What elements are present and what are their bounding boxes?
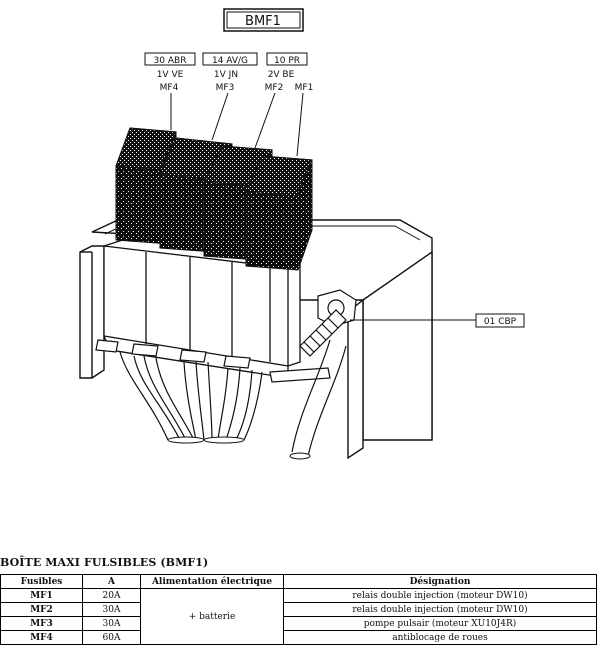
cell-supply: + batterie — [140, 588, 284, 645]
leader-lines — [170, 92, 304, 157]
fuse-callout-mf2: 10 PR 2V BE MF2 — [265, 52, 308, 93]
header-designation: Désignation — [283, 574, 597, 589]
fuse-box-diagram: BMF1 30 ABR 1V VE MF4 14 AV/G 1V JN MF3 … — [79, 8, 525, 460]
cell-designation: antiblocage de roues — [283, 630, 597, 645]
callout-fuse-mf4: MF4 — [160, 83, 179, 93]
header-amps: A — [82, 574, 141, 589]
cell-designation: pompe pulsair (moteur XU10J4R) — [283, 616, 597, 631]
callout-wire-mf2: 2V BE — [268, 70, 295, 80]
callout-wire-mf4: 1V VE — [157, 70, 184, 80]
cell-fuse: MF2 — [0, 602, 83, 617]
callout-wire-mf3: 1V JN — [214, 70, 238, 80]
fuse-mf1 — [245, 155, 313, 271]
box-label: BMF1 — [245, 14, 281, 29]
connector-callout: 01 CBP — [350, 313, 525, 328]
cell-designation: relais double injection (moteur DW10) — [283, 588, 597, 603]
fuse-table: Fusibles A Alimentation électrique Désig… — [0, 574, 597, 645]
box-label-frame: BMF1 — [223, 8, 304, 32]
cell-designation: relais double injection (moteur DW10) — [283, 602, 597, 617]
cell-fuse: MF1 — [0, 588, 83, 603]
wire-ends — [167, 436, 311, 460]
table-row: MF2 30A relais double injection (moteur … — [0, 602, 597, 617]
battery-stud — [299, 289, 357, 357]
fuse-callout-mf4: 30 ABR 1V VE MF4 — [144, 52, 196, 93]
fuse-box-housing — [79, 219, 433, 460]
cell-amps: 20A — [82, 588, 141, 603]
cell-fuse: MF4 — [0, 630, 83, 645]
callout-code-mf2: 10 PR — [274, 56, 300, 66]
wire-harness — [119, 339, 347, 457]
fuse-callout-mf3: 14 AV/G 1V JN MF3 — [202, 52, 258, 93]
cell-amps: 30A — [82, 616, 141, 631]
callout-fuse-mf3: MF3 — [216, 83, 235, 93]
cell-fuse: MF3 — [0, 616, 83, 631]
cell-amps: 60A — [82, 630, 141, 645]
connector-label: 01 CBP — [484, 317, 517, 327]
table-header-row: Fusibles A Alimentation électrique Désig… — [0, 574, 597, 589]
header-fusibles: Fusibles — [0, 574, 83, 589]
header-alimentation: Alimentation électrique — [140, 574, 284, 589]
table-row: MF1 20A + batterie relais double injecti… — [0, 588, 597, 645]
terminal-tabs — [95, 339, 331, 383]
callout-fuse-mf2: MF2 — [265, 83, 284, 93]
callout-code-mf4: 30 ABR — [154, 56, 187, 66]
cell-amps: 30A — [82, 602, 141, 617]
callout-fuse-mf1: MF1 — [295, 83, 314, 93]
table-row: MF4 60A antiblocage de roues — [0, 630, 597, 645]
callout-code-mf3: 14 AV/G — [212, 56, 248, 66]
table-row: MF3 30A pompe pulsair (moteur XU10J4R) — [0, 616, 597, 631]
table-title: BOÎTE MAXI FULSIBLES (BMF1) — [0, 556, 209, 569]
